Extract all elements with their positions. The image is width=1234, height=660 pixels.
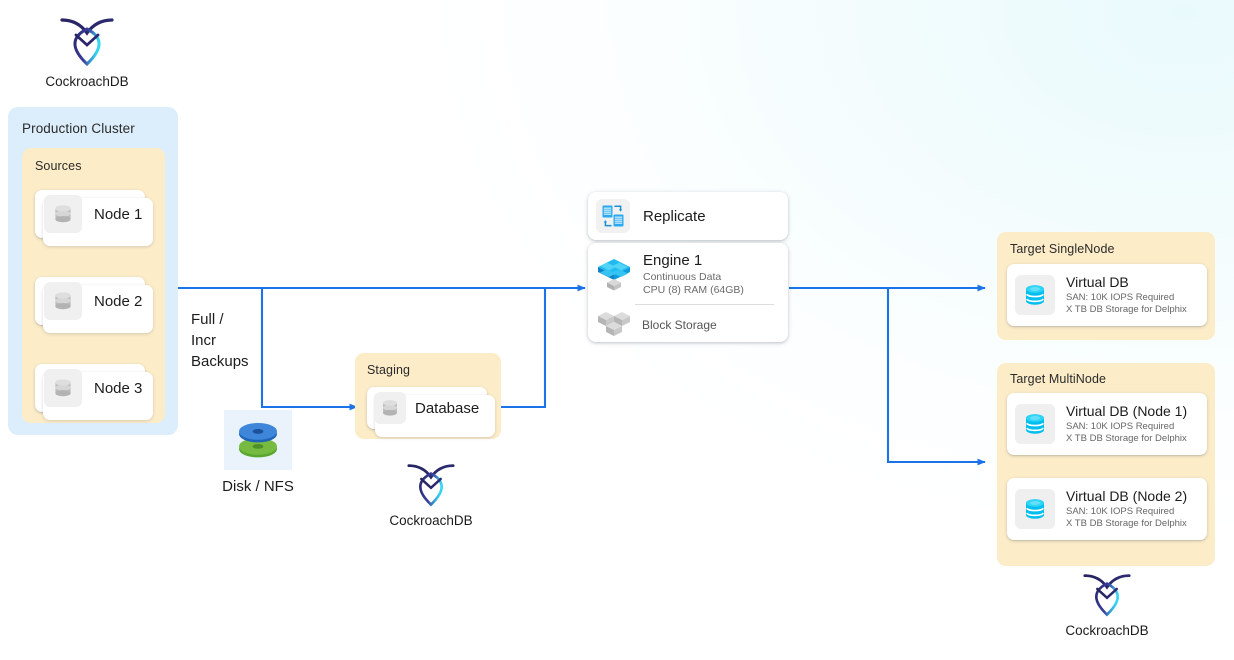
source-node-2[interactable]: Node 2 xyxy=(35,277,153,333)
virtual-db-icon xyxy=(1015,275,1055,315)
database-cylinder-icon xyxy=(44,195,82,233)
virtual-db-node2-title: Virtual DB (Node 2) xyxy=(1066,488,1188,504)
connector-sources-to-staging xyxy=(260,288,358,411)
database-cylinder-icon xyxy=(44,369,82,407)
staging-database-card[interactable]: Database xyxy=(367,387,495,437)
virtual-db-single-line-2: X TB DB Storage for Delphix xyxy=(1066,304,1187,315)
engine-blocks-icon xyxy=(592,253,636,297)
virtual-db-node2-line-1: SAN: 10K IOPS Required xyxy=(1066,506,1175,517)
disk-nfs-icon xyxy=(224,410,292,470)
database-cylinder-icon xyxy=(374,392,406,424)
cockroachdb-logo-label: CockroachDB xyxy=(1065,623,1149,638)
staging-title: Staging xyxy=(367,363,411,377)
virtual-db-single-line-1: SAN: 10K IOPS Required xyxy=(1066,292,1175,303)
virtual-db-single-title: Virtual DB xyxy=(1066,274,1129,290)
replicate-icon xyxy=(596,199,630,233)
cockroachdb-logo-mark xyxy=(407,464,455,507)
virtual-db-card-node2[interactable]: Virtual DB (Node 2) SAN: 10K IOPS Requir… xyxy=(1007,478,1207,540)
connector-engine-to-multinode xyxy=(886,288,986,466)
source-node-3[interactable]: Node 3 xyxy=(35,364,153,420)
source-node-3-label: Node 3 xyxy=(94,379,143,397)
sources-title: Sources xyxy=(35,159,82,173)
engine-card-divider xyxy=(635,304,774,305)
engine-title: Engine 1 xyxy=(643,252,703,269)
replicate-label: Replicate xyxy=(643,207,706,225)
cockroachdb-logo-label: CockroachDB xyxy=(389,513,473,528)
database-cylinder-icon xyxy=(44,282,82,320)
virtual-db-card-single[interactable]: Virtual DB SAN: 10K IOPS Required X TB D… xyxy=(1007,264,1207,326)
virtual-db-node1-line-1: SAN: 10K IOPS Required xyxy=(1066,421,1175,432)
block-storage-icon xyxy=(594,310,634,340)
source-node-1-label: Node 1 xyxy=(94,205,143,223)
staging-database-label: Database xyxy=(415,399,480,417)
connector-staging-to-engine xyxy=(500,288,547,409)
replicate-card[interactable]: Replicate xyxy=(588,192,788,240)
disk-nfs-label: Disk / NFS xyxy=(222,478,294,495)
virtual-db-node1-title: Virtual DB (Node 1) xyxy=(1066,403,1188,419)
engine-card[interactable]: Engine 1 Continuous Data CPU (8) RAM (64… xyxy=(588,243,788,342)
source-node-2-label: Node 2 xyxy=(94,292,143,310)
target-multinode-title: Target MultiNode xyxy=(1010,372,1107,386)
cockroachdb-logo-staging: CockroachDB xyxy=(389,460,473,528)
source-node-1[interactable]: Node 1 xyxy=(35,190,153,246)
cockroachdb-logo-target: CockroachDB xyxy=(1065,570,1149,638)
target-singlenode-title: Target SingleNode xyxy=(1010,242,1115,256)
virtual-db-node1-line-2: X TB DB Storage for Delphix xyxy=(1066,433,1187,444)
virtual-db-node2-line-2: X TB DB Storage for Delphix xyxy=(1066,518,1187,529)
virtual-db-icon xyxy=(1015,489,1055,529)
virtual-db-card-node1[interactable]: Virtual DB (Node 1) SAN: 10K IOPS Requir… xyxy=(1007,393,1207,455)
virtual-db-icon xyxy=(1015,404,1055,444)
backup-label: Full / Incr Backups xyxy=(191,311,249,370)
cockroachdb-logo-mark xyxy=(1083,574,1131,617)
engine-line-1: Continuous Data xyxy=(643,271,722,283)
cockroachdb-logo-label: CockroachDB xyxy=(45,74,129,89)
block-storage-label: Block Storage xyxy=(642,317,717,332)
cockroachdb-logo-top-left: CockroachDB xyxy=(45,14,129,89)
engine-line-2: CPU (8) RAM (64GB) xyxy=(643,284,744,296)
production-cluster-title: Production Cluster xyxy=(22,121,135,136)
cockroachdb-logo-mark xyxy=(60,18,114,67)
